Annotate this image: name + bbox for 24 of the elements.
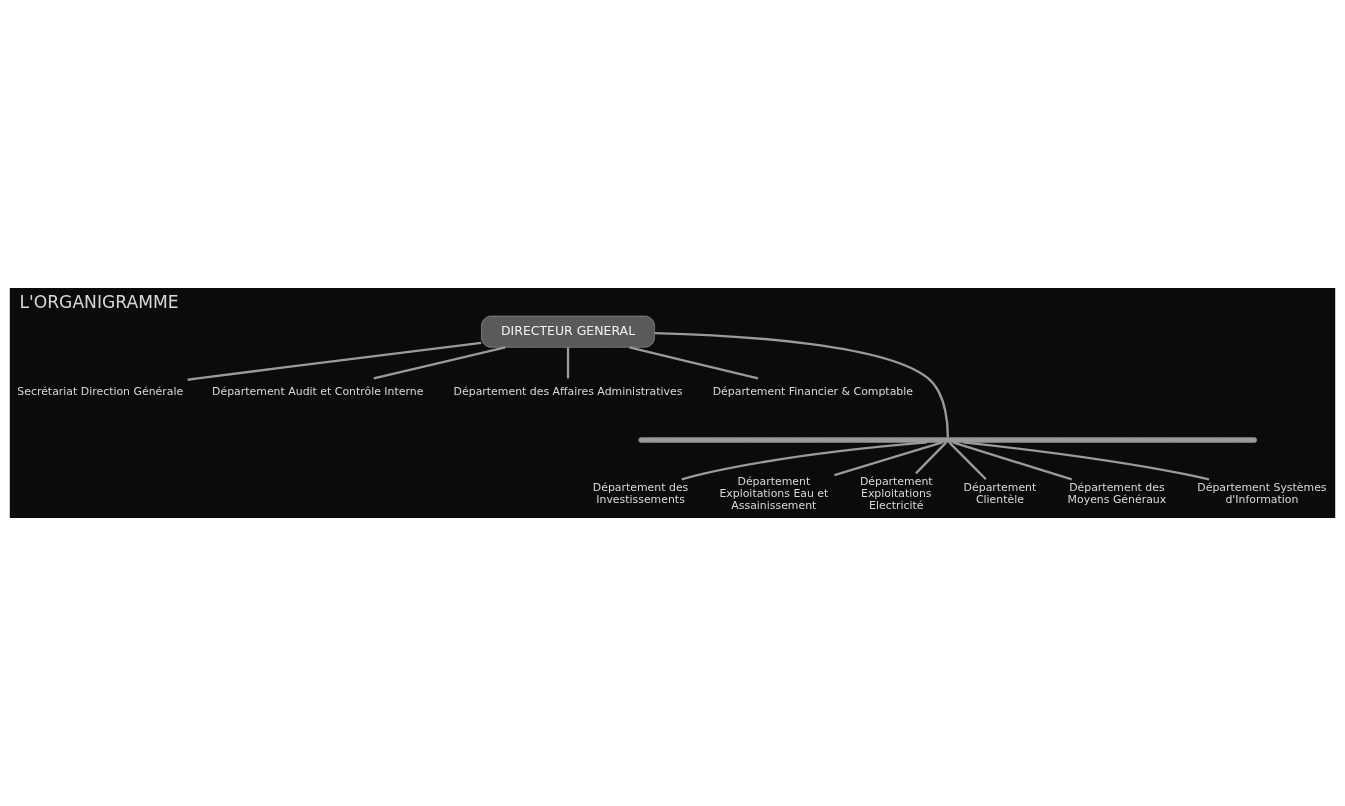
node-text: Département Exploitations Eau et Assainissement [719, 475, 829, 512]
node-text: Département Financier & Comptable [712, 385, 913, 399]
node-text: Département des Moyens Généraux [1067, 481, 1167, 506]
node-text: Département Audit et Contrôle Interne [212, 385, 424, 399]
connector [948, 441, 987, 481]
connector [963, 441, 1210, 481]
node-bar [638, 437, 1257, 443]
connector [952, 441, 1073, 481]
connector [681, 441, 928, 481]
node-text: Département des Investissements [592, 481, 689, 506]
node-text: Département Systèmes d'Information [1197, 481, 1327, 506]
connector [654, 331, 949, 438]
node-text: Département des Affaires Administratives [453, 385, 683, 399]
node-text: Département Clientèle [963, 481, 1037, 506]
diagram-title: L'ORGANIGRAMME [19, 291, 179, 312]
connector [566, 347, 570, 379]
connector [373, 346, 506, 380]
connector [915, 441, 947, 475]
connector [187, 341, 482, 381]
node-text: Département Exploitations Electricité [859, 475, 933, 512]
connector [834, 441, 943, 477]
node-box: DIRECTEUR GENERAL [481, 315, 655, 348]
node-text: Secrétariat Direction Générale [17, 385, 184, 399]
connector [629, 346, 759, 380]
